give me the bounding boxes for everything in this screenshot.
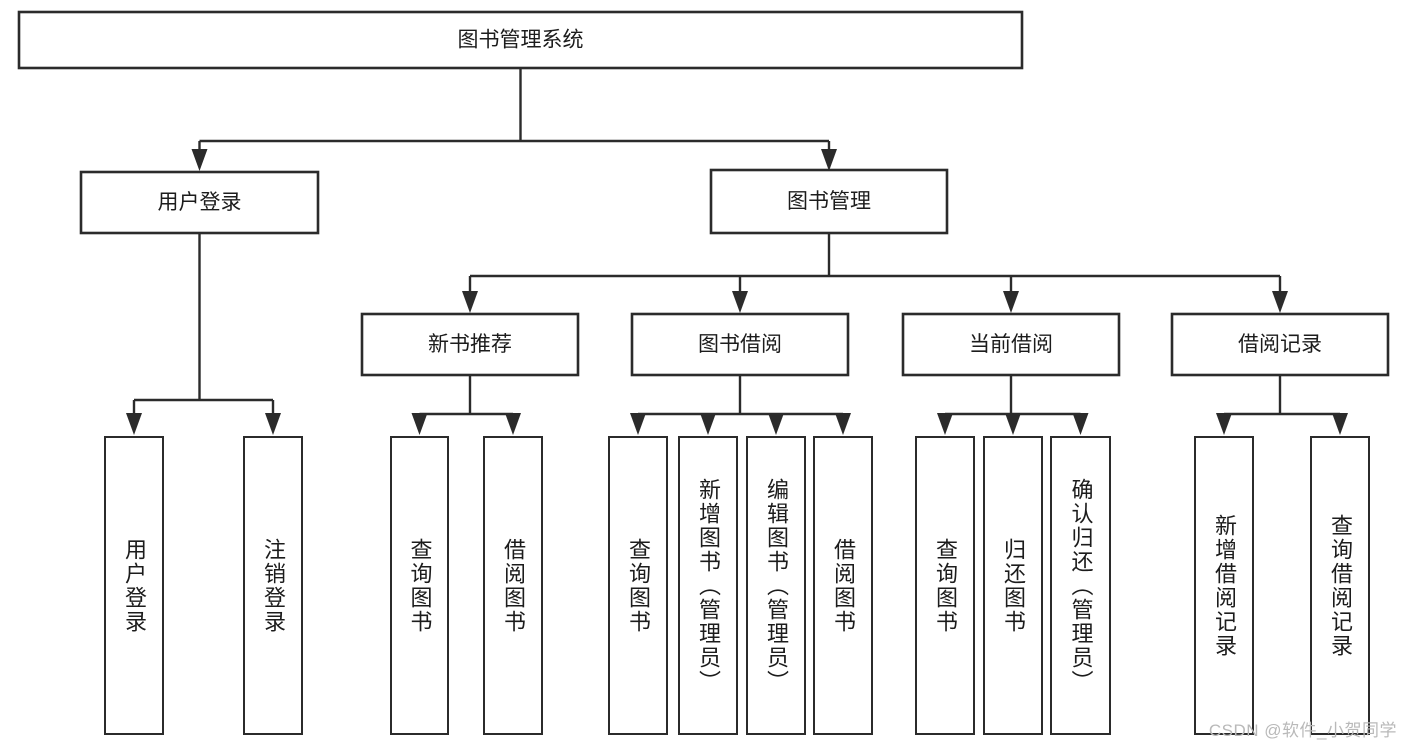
node-leaf-label-7: 借阅图书 xyxy=(831,537,856,634)
arrow-head-icon xyxy=(768,413,784,435)
arrow-head-icon xyxy=(1003,291,1019,313)
node-level2-label-0: 新书推荐 xyxy=(428,333,512,356)
arrow-head-icon xyxy=(1272,291,1288,313)
node-leaf-label-12: 查询借阅记录 xyxy=(1328,513,1353,658)
arrow-head-icon xyxy=(1216,413,1232,435)
node-leaf-label-1: 注销登录 xyxy=(261,537,286,634)
node-level2-label-2: 当前借阅 xyxy=(969,333,1053,356)
node-level1-box-1[interactable] xyxy=(709,168,949,235)
arrow-head-icon xyxy=(821,149,837,171)
arrow-head-icon xyxy=(411,413,428,435)
node-leaf-label-8: 查询图书 xyxy=(933,537,958,634)
arrow-head-icon xyxy=(1072,413,1089,435)
node-root-box[interactable] xyxy=(17,10,1024,70)
node-level2-box-3[interactable] xyxy=(1170,312,1390,377)
arrow-head-icon xyxy=(126,413,142,435)
node-level2-box-2[interactable] xyxy=(901,312,1121,377)
node-leaf-label-9: 归还图书 xyxy=(1001,537,1026,634)
node-leaf-label-3: 借阅图书 xyxy=(501,537,526,634)
node-leaf-label-6: 编辑图书（管理员） xyxy=(764,477,789,694)
node-level2-label-1: 图书借阅 xyxy=(698,333,782,356)
arrow-head-icon xyxy=(462,291,478,313)
node-level2-box-1[interactable] xyxy=(630,312,850,377)
arrow-head-icon xyxy=(191,149,208,171)
arrow-head-icon xyxy=(630,413,646,435)
node-leaf-box-1[interactable]: 注销登录 xyxy=(243,436,303,735)
arrow-head-icon xyxy=(1005,413,1021,435)
node-layer xyxy=(17,10,1390,377)
node-leaf-label-0: 用户登录 xyxy=(122,537,147,634)
node-level1-label-0: 用户登录 xyxy=(158,191,242,214)
arrow-head-icon xyxy=(265,413,281,435)
node-leaf-box-11[interactable]: 新增借阅记录 xyxy=(1194,436,1254,735)
arrow-head-icon xyxy=(732,291,748,313)
node-level1-box-0[interactable] xyxy=(79,170,320,235)
node-leaf-box-12[interactable]: 查询借阅记录 xyxy=(1310,436,1370,735)
node-leaf-box-8[interactable]: 查询图书 xyxy=(915,436,975,735)
node-level1-label-1: 图书管理 xyxy=(787,190,871,213)
arrow-head-icon xyxy=(1332,413,1348,435)
node-leaf-box-5[interactable]: 新增图书（管理员） xyxy=(678,436,738,735)
node-leaf-box-7[interactable]: 借阅图书 xyxy=(813,436,873,735)
arrow-head-icon xyxy=(700,413,716,435)
node-leaf-label-10: 确认归还（管理员） xyxy=(1068,477,1094,694)
node-leaf-label-5: 新增图书（管理员） xyxy=(696,477,721,694)
node-leaf-label-4: 查询图书 xyxy=(626,537,651,634)
watermark-text: CSDN @软件_小贺同学 xyxy=(1208,721,1397,740)
node-leaf-box-6[interactable]: 编辑图书（管理员） xyxy=(746,436,806,735)
node-leaf-label-2: 查询图书 xyxy=(407,537,433,634)
node-leaf-box-2[interactable]: 查询图书 xyxy=(390,436,449,735)
arrow-head-icon xyxy=(835,413,851,435)
node-leaf-box-9[interactable]: 归还图书 xyxy=(983,436,1043,735)
node-leaf-box-10[interactable]: 确认归还（管理员） xyxy=(1050,436,1111,735)
arrow-head-icon xyxy=(505,413,521,435)
node-leaf-box-0[interactable]: 用户登录 xyxy=(104,436,164,735)
connector-layer xyxy=(126,68,1348,435)
arrow-head-icon xyxy=(937,413,953,435)
node-leaf-box-4[interactable]: 查询图书 xyxy=(608,436,668,735)
node-leaf-box-3[interactable]: 借阅图书 xyxy=(483,436,543,735)
node-leaf-label-11: 新增借阅记录 xyxy=(1212,513,1237,658)
node-root-label: 图书管理系统 xyxy=(458,29,584,52)
node-level2-label-3: 借阅记录 xyxy=(1238,333,1322,356)
node-level2-box-0[interactable] xyxy=(360,312,580,377)
